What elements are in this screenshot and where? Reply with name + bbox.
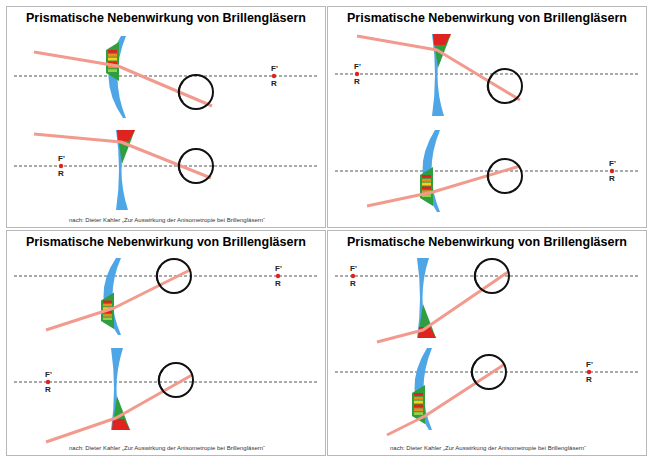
focal-point bbox=[46, 380, 50, 384]
eye-globe bbox=[159, 363, 193, 397]
lens-sketch bbox=[14, 36, 318, 118]
optical-axis bbox=[14, 276, 318, 277]
focal-label: F' bbox=[586, 360, 593, 369]
lens-sketch bbox=[335, 348, 639, 435]
light-ray bbox=[34, 134, 211, 178]
eye-globe bbox=[179, 75, 213, 109]
eye-cornea bbox=[472, 362, 477, 382]
focal-label: F' bbox=[354, 62, 361, 71]
prism-band bbox=[422, 175, 431, 178]
prism-band bbox=[414, 412, 423, 415]
focal-point bbox=[610, 169, 614, 173]
light-ray bbox=[387, 364, 505, 435]
lens-sketch bbox=[14, 348, 318, 442]
eye-globe bbox=[475, 259, 509, 293]
prism-band bbox=[414, 397, 423, 400]
optical-axis bbox=[335, 74, 639, 75]
prism-wedge bbox=[420, 167, 433, 206]
eye-globe bbox=[472, 355, 506, 389]
eye-globe bbox=[488, 69, 522, 103]
panel-title: Prismatische Nebenwirkung von Brillenglä… bbox=[328, 11, 646, 25]
source-caption: nach: Dieter Kahler „Zur Auswirkung der … bbox=[368, 445, 608, 451]
focal-label: F' bbox=[45, 370, 52, 379]
panel-title: Prismatische Nebenwirkung von Brillenglä… bbox=[328, 235, 646, 249]
eye-cornea bbox=[157, 266, 162, 286]
optical-axis bbox=[335, 276, 639, 277]
optical-axis bbox=[335, 171, 639, 172]
figure-panel: Prismatische Nebenwirkung von Brillenglä… bbox=[6, 230, 326, 456]
eye-globe bbox=[179, 149, 213, 183]
prism-band bbox=[103, 304, 112, 306]
prism-band bbox=[422, 183, 431, 186]
prism-band bbox=[108, 50, 117, 53]
eye-globe bbox=[488, 159, 522, 193]
prism-band bbox=[117, 130, 135, 141]
focal-label: F' bbox=[58, 154, 65, 163]
eye-cornea bbox=[179, 156, 184, 176]
figure-panel: Prismatische Nebenwirkung von Brillenglä… bbox=[327, 6, 647, 228]
panel-title: Prismatische Nebenwirkung von Brillenglä… bbox=[7, 11, 325, 25]
figure-panel: Prismatische Nebenwirkung von Brillenglä… bbox=[327, 230, 647, 456]
focal-label: R bbox=[275, 279, 281, 288]
prism-band bbox=[103, 318, 112, 320]
light-ray bbox=[46, 375, 192, 442]
prism-band bbox=[108, 69, 117, 72]
eye-cornea bbox=[179, 82, 184, 102]
lens-sketch bbox=[14, 258, 318, 335]
eye-cornea bbox=[488, 76, 493, 96]
optical-axis bbox=[14, 382, 318, 383]
prism-band bbox=[422, 187, 431, 190]
focal-label: R bbox=[609, 174, 615, 183]
focal-point bbox=[355, 72, 359, 76]
eye-cornea bbox=[488, 166, 493, 186]
focal-label: R bbox=[586, 375, 592, 384]
prism-band bbox=[414, 405, 423, 408]
light-ray bbox=[377, 272, 508, 342]
prism-band bbox=[108, 58, 117, 61]
prism-wedge bbox=[106, 42, 119, 81]
prism-band bbox=[112, 419, 130, 430]
focal-label: R bbox=[271, 79, 277, 88]
lens-sketch bbox=[14, 130, 318, 210]
prism-band bbox=[433, 34, 451, 45]
figure-panel: Prismatische Nebenwirkung von Brillenglä… bbox=[6, 6, 326, 228]
prism-band bbox=[414, 408, 423, 411]
eye-cornea bbox=[475, 266, 480, 286]
prism-band bbox=[414, 401, 423, 404]
light-ray bbox=[46, 270, 190, 330]
focal-label: R bbox=[350, 279, 356, 288]
focal-label: R bbox=[45, 385, 51, 394]
light-ray bbox=[357, 36, 520, 100]
focal-point bbox=[587, 370, 591, 374]
prism-band bbox=[108, 54, 117, 57]
lens-sketch bbox=[335, 258, 639, 342]
prism-band bbox=[103, 301, 112, 303]
focal-label: F' bbox=[271, 64, 278, 73]
source-caption: nach: Dieter Kahler „Zur Auswirkung der … bbox=[47, 217, 287, 223]
focal-label: F' bbox=[350, 264, 357, 273]
light-ray bbox=[367, 166, 520, 206]
optical-axis bbox=[335, 372, 639, 373]
focal-point bbox=[272, 74, 276, 78]
prism-band bbox=[414, 393, 423, 396]
focal-label: R bbox=[354, 77, 360, 86]
lens-sketch bbox=[335, 34, 639, 116]
lens-sketch bbox=[335, 130, 639, 212]
focal-point bbox=[351, 274, 355, 278]
prism-band bbox=[103, 314, 112, 316]
source-caption: nach: Dieter Kahler „Zur Auswirkung der … bbox=[47, 445, 287, 451]
panel-title: Prismatische Nebenwirkung von Brillenglä… bbox=[7, 235, 325, 249]
prism-wedge bbox=[418, 304, 436, 338]
focal-point bbox=[276, 274, 280, 278]
focal-label: F' bbox=[609, 159, 616, 168]
prism-band bbox=[422, 179, 431, 182]
focal-label: R bbox=[58, 169, 64, 178]
focal-point bbox=[59, 164, 63, 168]
focal-label: F' bbox=[275, 264, 282, 273]
eye-globe bbox=[157, 259, 191, 293]
eye-cornea bbox=[159, 370, 164, 390]
